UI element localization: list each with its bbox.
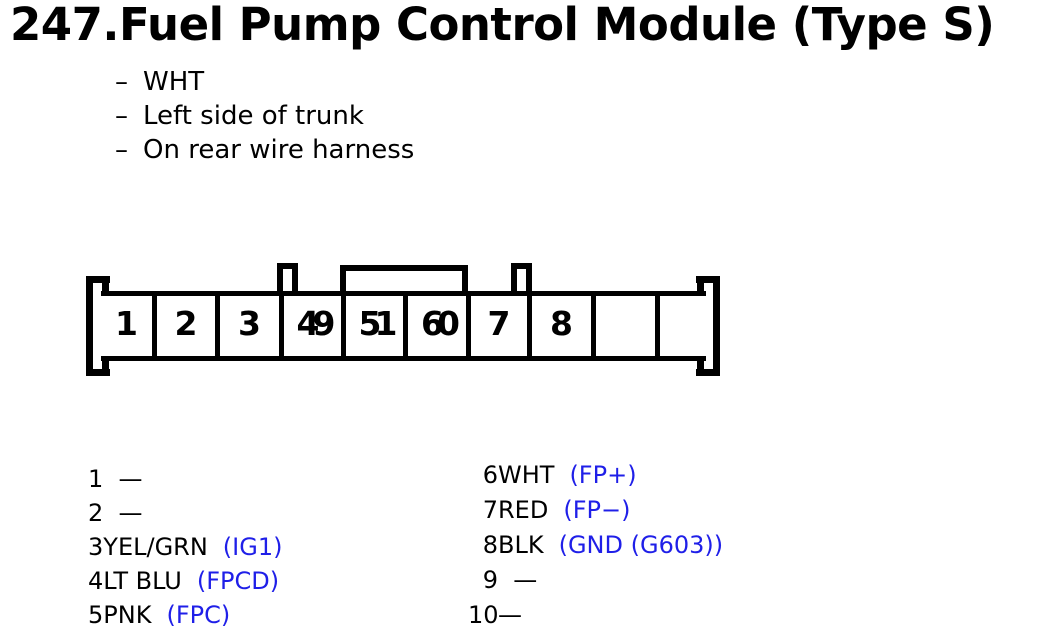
note-line: –Left side of trunk — [115, 99, 414, 133]
pin-number: 1 — [88, 465, 104, 493]
pin-wire-color: BLK — [498, 531, 544, 559]
connector-key-tab-left — [277, 263, 298, 297]
connector-left-bracket — [86, 276, 110, 376]
note-line: –On rear wire harness — [115, 133, 414, 167]
pin-wire-color: PNK — [103, 601, 152, 629]
pin-row-7: 7RED (FP−) — [468, 493, 723, 528]
pin-legend-left: 1 — 2 — 3YEL/GRN (IG1) 4LT BLU (FPCD) 5PNK… — [88, 462, 282, 632]
notes-list: –WHT –Left side of trunk –On rear wire h… — [115, 65, 414, 167]
note-text: WHT — [143, 67, 205, 97]
pin-number: 4 — [88, 567, 104, 595]
pin-legend-right: 6WHT (FP+) 7RED (FP−) 8BLK (GND (G603)) 9 —… — [468, 458, 723, 633]
connector-cavity-5: 51 — [346, 296, 408, 356]
bullet-dash: – — [115, 101, 128, 131]
note-line: –WHT — [115, 65, 414, 99]
pin-signal: (FP−) — [563, 496, 631, 524]
pin-row-1: 1 — — [88, 462, 282, 496]
pin-wire-color: — — [498, 566, 538, 594]
note-text: On rear wire harness — [143, 135, 415, 165]
connector-cavity-7: 7 — [471, 296, 532, 356]
connector-cavity-3: 3 — [220, 296, 284, 356]
pin-wire-color: — — [103, 465, 143, 493]
bullet-dash: – — [115, 135, 128, 165]
pin-wire-color: YEL/GRN — [103, 533, 208, 561]
connector-cavity-4: 49 — [284, 296, 346, 356]
pin-row-6: 6WHT (FP+) — [468, 458, 723, 493]
pin-wire-color: — — [103, 499, 143, 527]
bracket-stub — [102, 360, 109, 370]
pin-signal: (GND (G603)) — [558, 531, 724, 559]
pin-number: 9 — [482, 566, 498, 594]
pin-signal: (FP+) — [569, 461, 637, 489]
pin-signal: (FPC) — [166, 601, 231, 629]
pin-wire-color: RED — [498, 496, 549, 524]
pin-signal: (IG1) — [222, 533, 283, 561]
connector-cavity-8: 8 — [532, 296, 596, 356]
connector-key-tab-right — [511, 263, 532, 297]
pin-number: 10 — [468, 601, 499, 629]
pin-number: 8 — [482, 531, 498, 559]
connector-cavity-9 — [596, 296, 660, 356]
bracket-stub — [102, 282, 109, 292]
pin-row-2: 2 — — [88, 496, 282, 530]
pin-wire-color: WHT — [498, 461, 555, 489]
page-title: 247.Fuel Pump Control Module (Type S) — [10, 0, 995, 51]
bracket-stub — [697, 282, 704, 292]
pin-number: 3 — [88, 533, 104, 561]
bracket-stub — [697, 360, 704, 370]
pin-number: 5 — [88, 601, 104, 629]
connector-cavity-2: 2 — [157, 296, 220, 356]
pin-number: 7 — [482, 496, 498, 524]
pin-number: 2 — [88, 499, 104, 527]
pin-row-3: 3YEL/GRN (IG1) — [88, 530, 282, 564]
pin-signal: (FPCD) — [196, 567, 280, 595]
pin-row-8: 8BLK (GND (G603)) — [468, 528, 723, 563]
connector-cavity-1: 1 — [101, 296, 157, 356]
pin-row-5: 5PNK (FPC) — [88, 598, 282, 632]
pin-row-4: 4LT BLU (FPCD) — [88, 564, 282, 598]
pin-wire-color: — — [498, 601, 522, 629]
bullet-dash: – — [115, 67, 128, 97]
connector-body: 1 2 3 49 51 60 7 8 — [101, 291, 706, 361]
connector-cavity-6: 60 — [408, 296, 471, 356]
pin-row-9: 9 — — [468, 563, 723, 598]
pin-number: 6 — [482, 461, 498, 489]
pin-wire-color: LT BLU — [103, 567, 182, 595]
note-text: Left side of trunk — [143, 101, 364, 131]
pin-row-10: 10— — [468, 598, 723, 633]
connector-right-bracket — [696, 276, 720, 376]
